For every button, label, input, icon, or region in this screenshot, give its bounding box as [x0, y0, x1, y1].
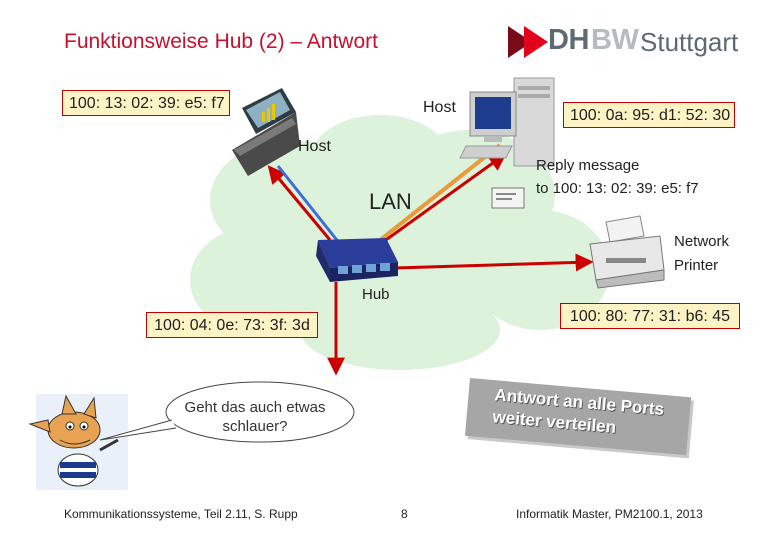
reply-line-2: to 100: 13: 02: 39: e5: f7	[536, 180, 699, 197]
footer-program: Informatik Master, PM2100.1, 2013	[516, 507, 703, 521]
speech-bubble	[99, 381, 355, 443]
mac-label-desktop: 100: 0a: 95: d1: 52: 30	[563, 102, 735, 128]
arrow-hub-to-left-host	[267, 165, 332, 241]
logo-mark-front	[524, 26, 548, 58]
logo-text-bw: BW	[591, 24, 639, 56]
printer-label: Network Printer	[674, 230, 729, 278]
mac-label-printer: 100: 80: 77: 31: b6: 45	[560, 303, 740, 329]
reply-line-1: Reply message	[536, 157, 640, 174]
slide-title: Funktionsweise Hub (2) – Antwort	[64, 30, 378, 53]
host-label-desktop: Host	[423, 99, 456, 116]
arrow-orange-from-desktop	[368, 143, 502, 250]
printer-line-1: Network	[674, 233, 730, 250]
lan-label: LAN	[369, 189, 412, 214]
envelope-icon	[491, 187, 525, 209]
hub-icon	[316, 238, 398, 282]
network-printer-icon	[589, 215, 665, 289]
arrow-reply-blue	[276, 165, 342, 245]
hub-label: Hub	[362, 286, 390, 303]
footer-course: Kommunikationssysteme, Teil 2.11, S. Rup…	[64, 507, 298, 521]
arrow-hub-to-desktop	[371, 152, 507, 252]
speech-line-2: schlauer?	[222, 418, 288, 435]
fox-mascot-icon	[28, 394, 128, 490]
printer-line-2: Printer	[674, 257, 719, 274]
mac-label-bottom-left: 100: 04: 0e: 73: 3f: 3d	[146, 312, 318, 338]
reply-message-label: Reply message to 100: 13: 02: 39: e5: f7	[536, 154, 699, 200]
logo-mark-back	[508, 26, 532, 58]
arrow-hub-to-printer	[394, 253, 594, 272]
logo-text-dh: DH	[548, 24, 589, 56]
speech-text: Geht das auch etwas schlauer?	[170, 398, 340, 436]
footer-page-number: 8	[401, 507, 408, 521]
dhbw-logo	[508, 26, 548, 58]
speech-line-1: Geht das auch etwas	[184, 399, 326, 416]
laptop-icon	[232, 88, 300, 176]
desktop-computer-icon	[459, 77, 555, 167]
mac-label-laptop: 100: 13: 02: 39: e5: f7	[62, 90, 230, 116]
logo-text-city: Stuttgart	[640, 27, 739, 57]
host-label-laptop: Host	[298, 138, 331, 155]
